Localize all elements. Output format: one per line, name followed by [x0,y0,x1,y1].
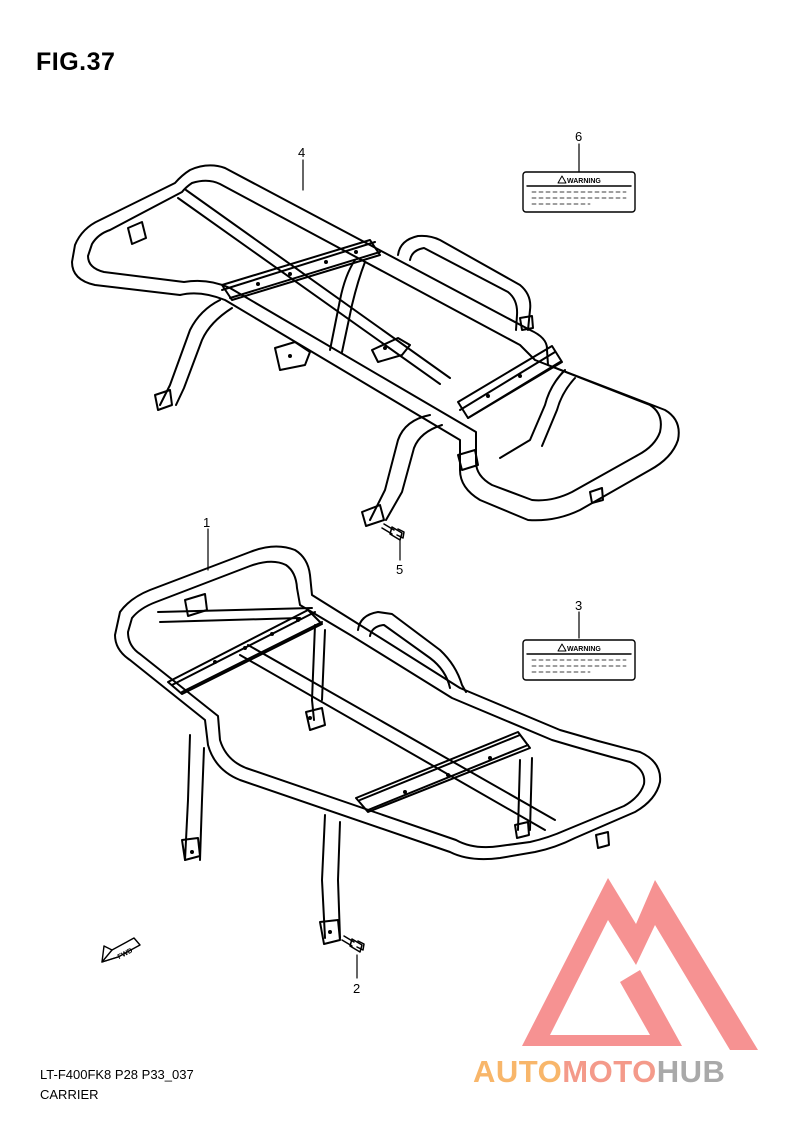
rear-carrier-bracket-2 [305,707,326,731]
bolt-part-5 [381,523,405,541]
front-carrier-longbar-2 [459,351,561,419]
callout-3: 3 [575,598,582,613]
rear-carrier-leg-mid [311,624,326,721]
rear-carrier-crossbar-3 [359,734,529,811]
warning-label-text-6: WARNING [567,178,601,185]
wordmark-moto: MOTO [562,1054,657,1089]
warning-label-part-3 [522,639,636,681]
figure-caption: CARRIER [40,1087,99,1102]
front-carrier-bracket-1 [274,341,311,371]
rear-carrier [114,545,662,945]
rear-carrier-leg-right [321,814,341,939]
rear-carrier-bracket-1 [184,593,208,617]
front-carrier-leg-mid [329,259,366,353]
warning-triangle-icon [557,643,567,652]
rear-carrier-leg-rear [517,757,533,831]
front-carrier-bracket-3 [127,221,147,245]
warning-triangle-icon [557,175,567,184]
front-carrier-strap-2 [457,345,563,419]
forward-arrow-icon [101,937,141,963]
callout-2: 2 [353,981,360,996]
wordmark-hub: HUB [656,1054,726,1089]
automotohub-logo [522,878,758,1050]
warning-label-text-3: WARNING [567,646,601,653]
front-carrier-bracket-2 [371,337,411,363]
front-carrier-bracket-8 [519,315,534,331]
rear-carrier-strap-2 [355,731,531,813]
leader-lines [207,143,580,979]
rear-carrier-leg-left [184,734,205,861]
callout-6: 6 [575,129,582,144]
front-carrier-bracket-6 [457,449,479,471]
rear-carrier-crossbar-2 [171,611,323,693]
rear-carrier-bracket-3 [181,837,201,861]
front-carrier-bracket-5 [361,504,385,527]
rear-carrier-bracket-5 [595,831,610,849]
front-carrier-leg-right [369,414,443,521]
rear-carrier-handle-rail [357,611,467,693]
front-carrier-bracket-4 [154,389,173,411]
rear-carrier-bracket-6 [514,821,530,839]
callout-4: 4 [298,145,305,160]
front-carrier-leg-rear [499,369,576,459]
callout-5: 5 [396,562,403,577]
front-carrier-crossbar-1 [177,189,451,385]
front-carrier-strap-1 [221,239,381,301]
rear-carrier-longbar-1 [239,644,556,831]
logo-triangle-mark [522,878,758,1050]
rear-carrier-bracket-4 [319,919,341,945]
automotohub-wordmark: AUTOMOTOHUB [473,1054,725,1090]
rear-carrier-outer-rail [114,545,662,861]
front-carrier [71,164,680,527]
callout-1: 1 [203,515,210,530]
wordmark-auto: AUTO [473,1054,563,1089]
rear-carrier-strap-1 [167,609,323,695]
rear-carrier-crossbar-1 [157,607,313,623]
warning-label-part-6 [522,171,636,213]
front-carrier-bracket-7 [589,487,604,504]
front-carrier-inner-rail [87,179,662,502]
figure-title: FIG.37 [36,48,116,76]
front-carrier-leg-left [159,299,233,406]
rear-carrier-inner-rail [127,560,646,849]
bolt-part-2 [341,935,365,953]
front-carrier-outer-rail [71,164,680,522]
figure-code: LT-F400FK8 P28 P33_037 [40,1067,194,1082]
front-carrier-handle-rail [397,234,532,331]
